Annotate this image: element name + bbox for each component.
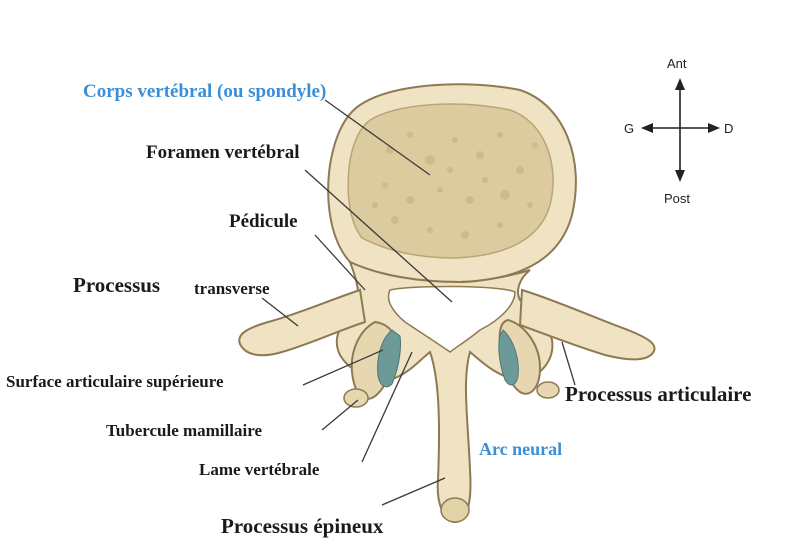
compass-arrow-left	[641, 123, 653, 133]
cancellous-bone	[348, 104, 553, 258]
compass-arrow-down	[675, 170, 685, 182]
label-foramen-vertebral: Foramen vertébral	[146, 143, 300, 162]
label-pedicule: Pédicule	[229, 212, 298, 231]
label-corps-vertebral: Corps vertébral (ou spondyle)	[83, 82, 326, 101]
label-processus-articulaire: Processus articulaire	[565, 384, 751, 405]
right-mammillary-tubercle	[537, 382, 559, 398]
compass-arrow-up	[675, 78, 685, 90]
label-surface-articulaire: Surface articulaire supérieure	[6, 373, 224, 390]
compass-arrow-right	[708, 123, 720, 133]
compass-label-d: D	[724, 122, 733, 135]
leader-articulaire	[562, 342, 575, 385]
spinous-process-tip	[441, 498, 469, 522]
label-lame-vertebrale: Lame vertébrale	[199, 461, 319, 478]
orientation-compass	[641, 78, 720, 182]
compass-label-ant: Ant	[667, 57, 687, 70]
label-processus-transverse-a: Processus	[73, 275, 160, 296]
left-mammillary-tubercle	[344, 389, 368, 407]
compass-label-post: Post	[664, 192, 690, 205]
label-processus-epineux: Processus épineux	[221, 516, 383, 537]
label-tubercule-mamillaire: Tubercule mamillaire	[106, 422, 262, 439]
label-processus-transverse-b: transverse	[194, 280, 270, 297]
leader-epineux	[382, 478, 445, 505]
compass-label-g: G	[624, 122, 634, 135]
label-arc-neural: Arc neural	[479, 440, 562, 458]
leader-tubercule	[322, 400, 358, 430]
